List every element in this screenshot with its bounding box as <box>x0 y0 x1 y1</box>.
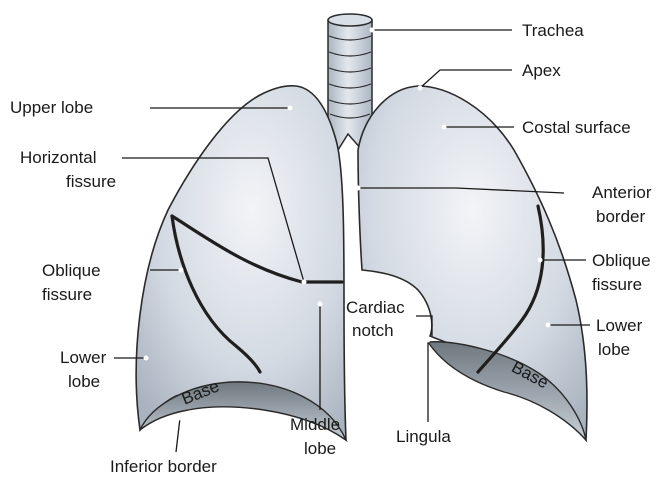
label-lingula: Lingula <box>396 427 451 446</box>
label-lower-lobe-right-line2: lobe <box>598 340 630 359</box>
label-lower-lobe-right-line1: Lower <box>596 316 643 335</box>
label-cardiac-notch-line1: Cardiac <box>346 298 405 317</box>
label-oblique-fissure-left-line2: fissure <box>42 285 92 304</box>
label-anterior-border-line1: Anterior <box>592 183 652 202</box>
label-cardiac-notch-line2: notch <box>352 321 394 340</box>
label-oblique-fissure-right-line1: Oblique <box>592 251 651 270</box>
label-trachea: Trachea <box>522 21 584 40</box>
label-oblique-fissure-left-line1: Oblique <box>42 261 101 280</box>
label-horizontal-fissure-line1: Horizontal <box>20 148 97 167</box>
label-inferior-border: Inferior border <box>110 457 217 476</box>
label-anterior-border-line2: border <box>596 207 645 226</box>
right-lung <box>136 86 346 440</box>
label-upper-lobe: Upper lobe <box>10 98 93 117</box>
label-horizontal-fissure-line2: fissure <box>66 172 116 191</box>
label-apex: Apex <box>522 61 561 80</box>
label-middle-lobe-line1: Middle <box>290 415 340 434</box>
label-costal-surface: Costal surface <box>522 118 631 137</box>
label-middle-lobe-line2: lobe <box>304 439 336 458</box>
label-lower-lobe-left-line1: Lower <box>60 348 107 367</box>
label-oblique-fissure-right-line2: fissure <box>592 275 642 294</box>
label-lower-lobe-left-line2: lobe <box>68 372 100 391</box>
left-lung <box>358 86 587 440</box>
